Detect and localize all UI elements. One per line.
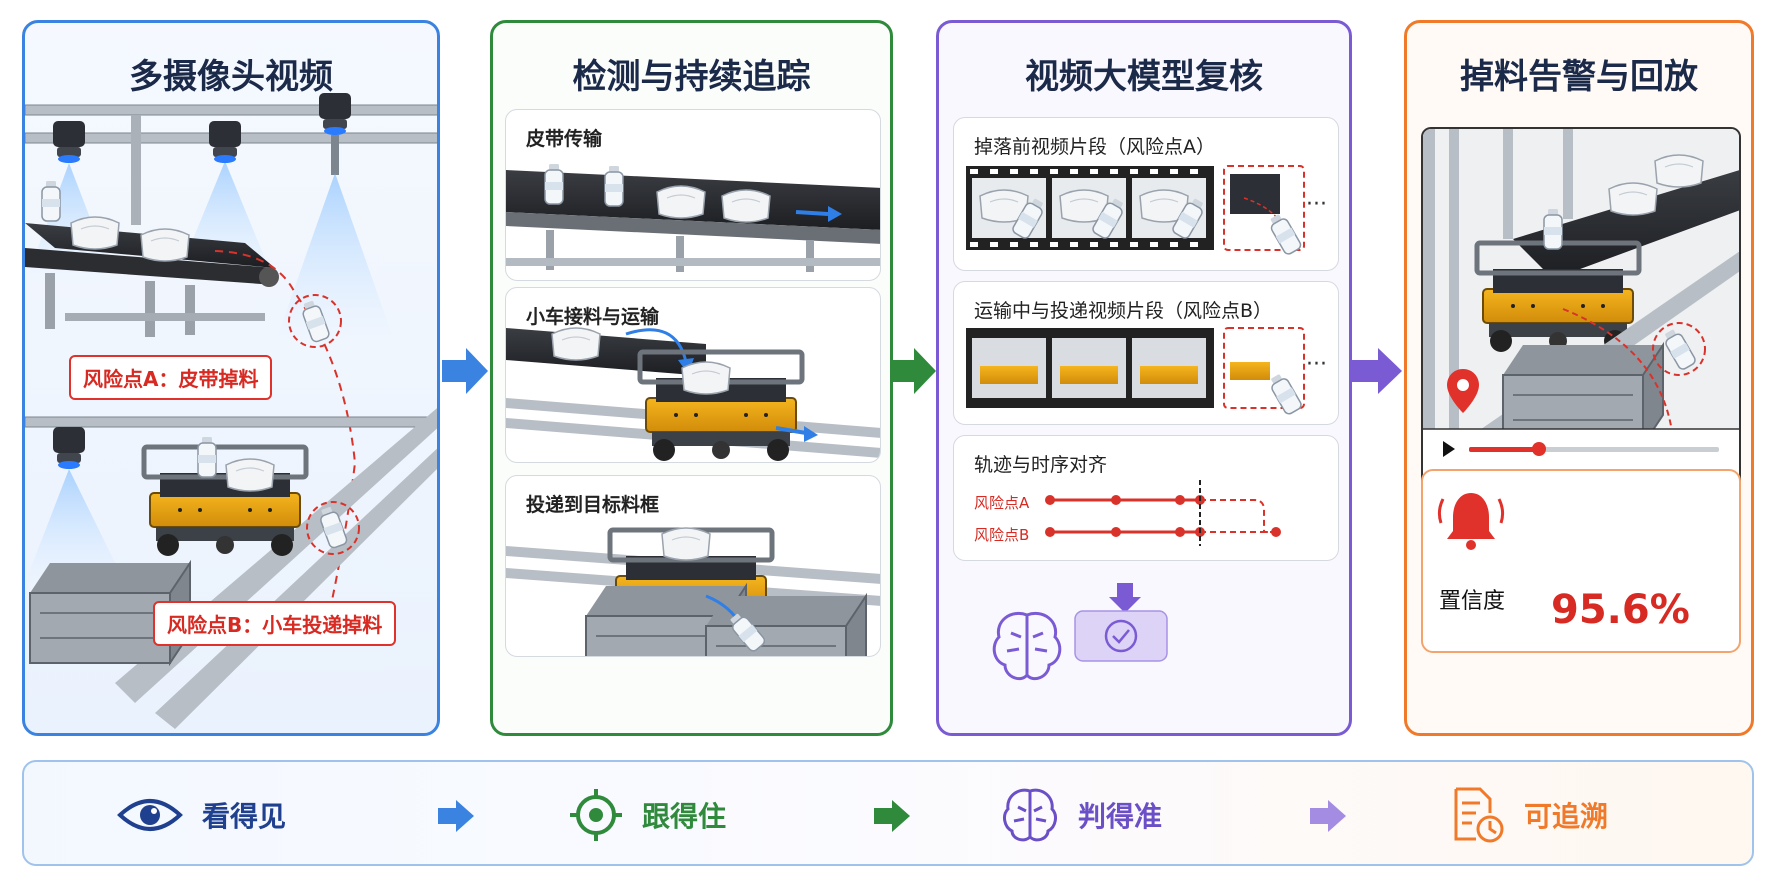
panel-video-model-review: 视频大模型复核 掉落前视频片段（风险点A） ··· 运输中与投递视频片段（风险点… (936, 20, 1352, 736)
panel-alarm-replay: 掉料告警与回放 (1404, 20, 1754, 736)
arrow-right-icon (442, 348, 488, 394)
card-deliver-bin: 投递到目标料框 (505, 475, 881, 657)
arrow-down-icon (1109, 583, 1141, 613)
timeline-chart (1045, 480, 1281, 546)
summary-item-track: 跟得住 (568, 762, 726, 868)
summary-item-judge: 判得准 (1000, 762, 1162, 868)
summary-label: 可追溯 (1524, 800, 1609, 833)
card-label: 轨迹与时序对齐 (974, 454, 1108, 476)
bottle-icon (1543, 208, 1563, 250)
card-label: 运输中与投递视频片段（风险点B） (974, 300, 1273, 322)
summary-label: 判得准 (1078, 800, 1163, 833)
panel-title: 检测与持续追踪 (572, 57, 811, 97)
panel-title: 掉料告警与回放 (1460, 57, 1698, 97)
card-label: 小车接料与运输 (526, 306, 660, 328)
bag-icon (721, 189, 771, 223)
camera-icon (209, 121, 241, 163)
card-clip-risk-a: 掉落前视频片段（风险点A） ··· (953, 117, 1339, 271)
card-trajectory-alignment: 轨迹与时序对齐 风险点A 风险点B (953, 435, 1339, 561)
ellipsis: ··· (1306, 352, 1327, 377)
ellipsis: ··· (1306, 192, 1327, 217)
panel-title: 多摄像头视频 (129, 57, 333, 97)
arrow-right-icon (890, 348, 936, 394)
card-belt-transport: 皮带传输 (505, 109, 881, 281)
bottle-icon (41, 180, 61, 222)
card-label: 掉落前视频片段（风险点A） (974, 136, 1215, 158)
bell-icon (1437, 493, 1505, 550)
summary-label: 跟得住 (642, 800, 727, 833)
cart-icon (144, 447, 306, 556)
brain-icon (992, 612, 1062, 681)
camera-icon (53, 427, 85, 469)
card-label: 皮带传输 (526, 128, 603, 150)
bag-icon (140, 228, 190, 262)
card-clip-risk-b: 运输中与投递视频片段（风险点B） ··· (953, 281, 1339, 425)
bag-icon (661, 527, 711, 561)
track-a-label: 风险点A (974, 494, 1030, 512)
arrow-right-icon (874, 800, 910, 832)
camera-icon (53, 121, 85, 163)
bag-icon (225, 458, 275, 492)
replay-player[interactable] (1421, 127, 1741, 513)
bag-icon (70, 216, 120, 250)
bin-icon (705, 595, 867, 656)
summary-label: 看得见 (202, 800, 287, 833)
eye-icon (117, 799, 183, 831)
summary-item-trace: 可追溯 (1446, 762, 1608, 868)
alarm-card: 置信度 95.6% (1421, 469, 1741, 653)
panel-title: 视频大模型复核 (1025, 57, 1263, 97)
report-clock-icon (1454, 787, 1504, 843)
confidence-label: 置信度 (1439, 589, 1506, 614)
card-cart-receive: 小车接料与运输 (505, 287, 881, 463)
panel-detect-track: 检测与持续追踪 皮带传输 小车接料与运输 (490, 20, 893, 736)
card-label: 投递到目标料框 (526, 494, 660, 516)
bag-icon (1654, 154, 1704, 188)
track-b-label: 风险点B (974, 526, 1030, 544)
arrow-right-icon (438, 800, 474, 832)
arrow-right-icon (1352, 348, 1402, 394)
bag-icon (551, 327, 601, 361)
film-icon (966, 327, 1305, 417)
bottle-icon (544, 163, 564, 205)
play-icon (1443, 441, 1455, 457)
panel-multi-camera: 多摄像头视频 (22, 20, 440, 736)
arrow-right-icon (1310, 800, 1346, 832)
summary-item-see: 看得见 (116, 762, 286, 868)
location-pin-icon (1447, 369, 1479, 413)
risk-point-a-label: 风险点A：皮带掉料 (69, 355, 273, 400)
multi-camera-illustration (25, 93, 437, 729)
bag-icon (656, 185, 706, 219)
bottle-icon (604, 165, 624, 207)
camera-icon (319, 93, 351, 135)
replay-progress (1469, 447, 1539, 452)
bag-icon (681, 361, 731, 395)
brain-icon (1003, 788, 1057, 842)
film-icon (966, 165, 1305, 257)
risk-point-b-label: 风险点B：小车投递掉料 (153, 601, 397, 646)
bottle-icon (197, 436, 217, 478)
confidence-value: 95.6% (1551, 587, 1690, 633)
bag-icon (1608, 182, 1658, 216)
summary-bar: 看得见 跟得住 判得准 可追溯 (22, 760, 1754, 866)
target-icon (570, 789, 622, 841)
check-icon (1104, 619, 1138, 653)
